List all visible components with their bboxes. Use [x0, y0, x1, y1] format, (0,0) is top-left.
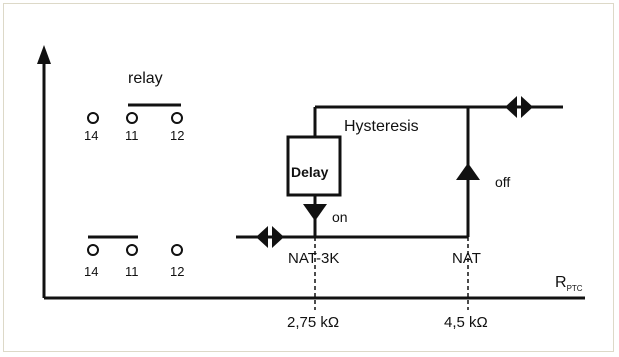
relay-top-pin-11 [126, 112, 138, 124]
relay-bottom-pin-label: 11 [125, 264, 139, 279]
relay-bottom-pin-label: 12 [170, 264, 184, 279]
hysteresis-label: Hysteresis [344, 118, 419, 135]
relay-top-pin-14 [87, 112, 99, 124]
relay-bottom-pin-label: 14 [84, 264, 98, 279]
relay-top-pin-label: 11 [125, 128, 139, 143]
upper-double-arrow-right [521, 96, 533, 118]
nat-label: NAT [452, 250, 481, 267]
delay-box [286, 135, 342, 197]
nat-3k-label: NAT-3K [288, 250, 339, 267]
on-arrow [303, 204, 327, 221]
relay-top-pin-12 [171, 112, 183, 124]
relay-top-pin-label: 12 [170, 128, 184, 143]
off-label: off [495, 174, 510, 190]
x-tick-label: 2,75 kΩ [287, 314, 339, 331]
relay-bottom-pin-12 [171, 244, 183, 256]
relay-bottom-pin-11 [126, 244, 138, 256]
relay-title: relay [128, 70, 163, 87]
delay-label: Delay [291, 164, 329, 180]
upper-double-arrow-left [505, 96, 517, 118]
y-axis-arrow [37, 45, 51, 64]
on-label: on [332, 209, 348, 225]
x-tick-label: 4,5 kΩ [444, 314, 488, 331]
off-arrow [456, 163, 480, 180]
relay-bottom-pin-14 [87, 244, 99, 256]
x-axis-label: RPTC [555, 274, 583, 293]
lower-double-arrow-left [256, 226, 268, 248]
relay-top-pin-label: 14 [84, 128, 98, 143]
lower-double-arrow-right [272, 226, 284, 248]
